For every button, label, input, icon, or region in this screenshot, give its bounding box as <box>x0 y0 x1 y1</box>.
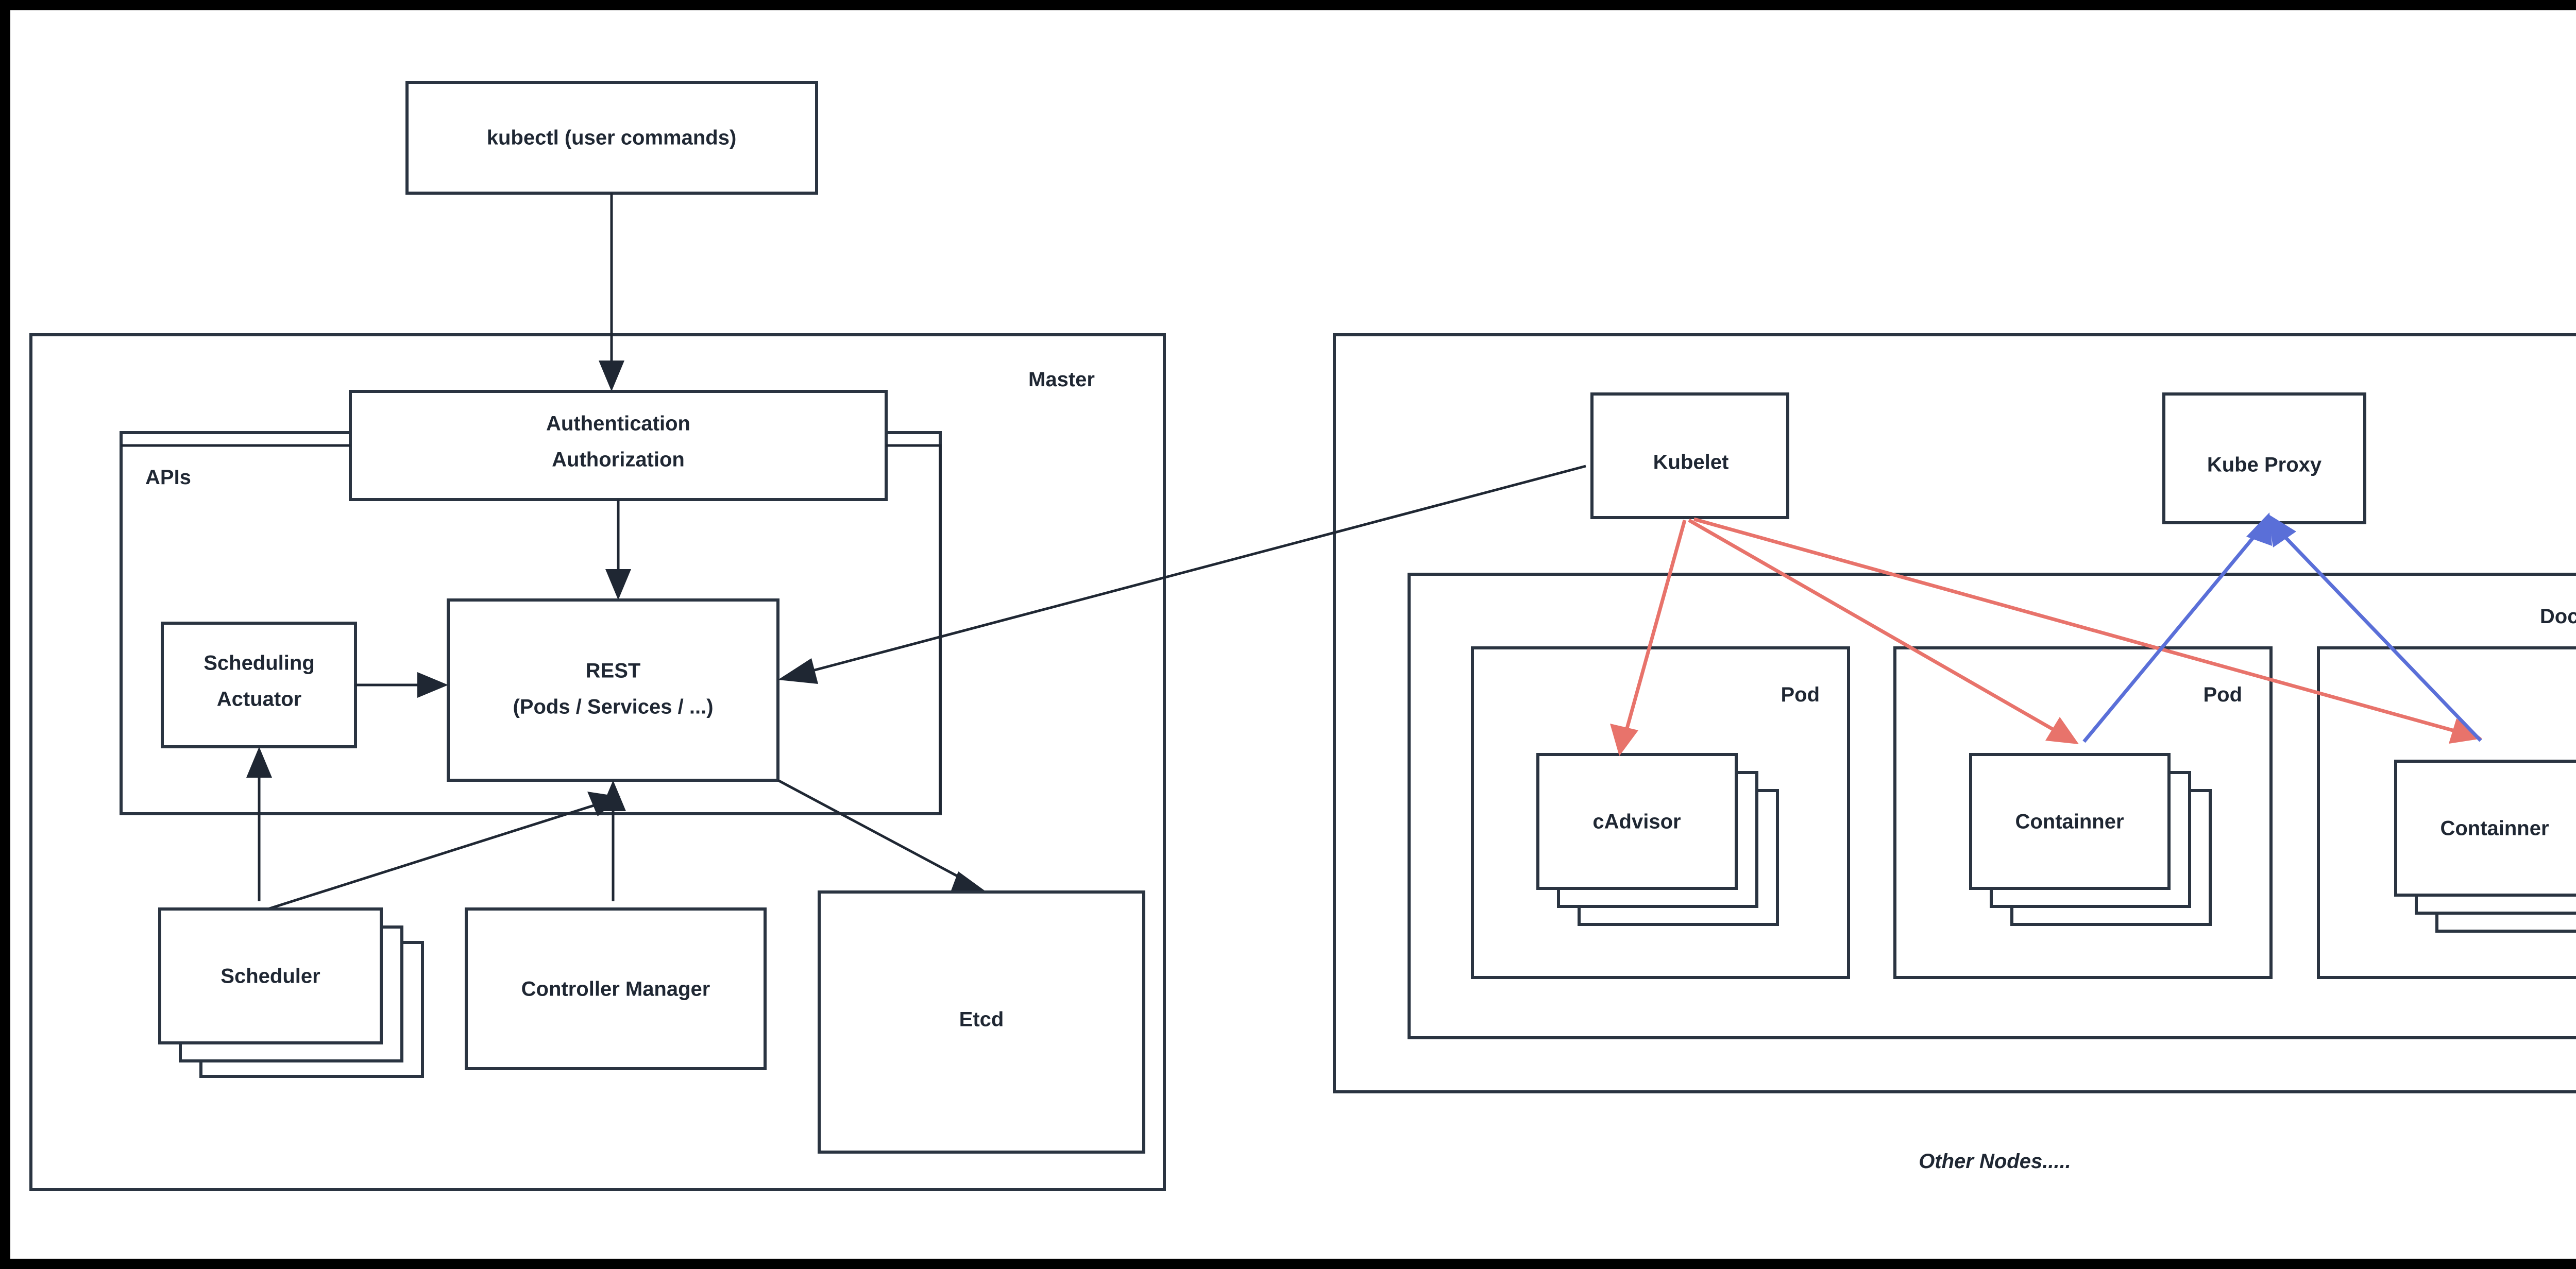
pod-label-2: Pod <box>2203 683 2242 706</box>
etcd-box[interactable] <box>818 890 1145 1154</box>
kubectl-label: kubectl (user commands) <box>487 127 737 149</box>
controller-manager-label: Controller Manager <box>521 978 710 1001</box>
master-group-box <box>29 333 1166 1191</box>
edge-kubelet-to-container-2-arrowhead <box>2045 717 2079 744</box>
edge-kubelet-to-rest-arrowhead <box>778 658 818 684</box>
edge-container-3-to-kube-proxy <box>2278 530 2482 742</box>
edge-container-3-to-kube-proxy-arrowhead <box>2268 514 2296 547</box>
container-box-1[interactable] <box>1536 753 1738 890</box>
authorization-label: Authorization <box>552 449 685 471</box>
edge-kubelet-to-rest <box>801 465 1586 675</box>
scheduler-box[interactable] <box>158 907 383 1044</box>
kubectl-box[interactable] <box>405 81 818 195</box>
apis-group-label: APIs <box>145 466 191 489</box>
edge-rest-to-etcd-arrowhead <box>949 871 987 896</box>
container-box-3[interactable] <box>2394 760 2576 897</box>
node-group-box <box>1333 333 2576 1093</box>
edge-rest-to-etcd <box>777 779 967 882</box>
scheduling-actuator-box[interactable] <box>161 622 357 748</box>
edge-scheduler-to-rest <box>267 802 601 911</box>
edge-controller-manager-to-rest-arrowhead <box>600 780 626 811</box>
edge-auth-to-rest-arrowhead <box>605 569 631 600</box>
edge-kubelet-to-cadvisor <box>1623 520 1687 734</box>
pod-label-1: Pod <box>1781 683 1820 706</box>
edge-container-2-to-kube-proxy <box>2082 529 2261 743</box>
container-runtime-group-box <box>1408 573 2576 1039</box>
edge-scheduler-to-actuator-arrowhead <box>246 747 272 778</box>
etcd-label: Etcd <box>959 1008 1004 1031</box>
kubelet-box[interactable] <box>1590 392 1789 519</box>
diagram-surface: Master APIs kubectl (user commands) Auth… <box>10 10 2576 1259</box>
edge-actuator-to-rest-arrowhead <box>417 672 448 698</box>
kube-proxy-box[interactable] <box>2162 392 2366 524</box>
edge-kubectl-to-auth-arrowhead <box>599 361 624 391</box>
master-group-label: Master <box>1028 368 1095 391</box>
container-runtime-label: Docker / Containerd <box>2540 605 2576 628</box>
container-label-2: Containner <box>2015 811 2124 833</box>
container-box-2[interactable] <box>1969 753 2171 890</box>
kubelet-label: Kubelet <box>1653 451 1729 474</box>
controller-manager-box[interactable] <box>465 907 767 1070</box>
rest-label-line2: (Pods / Services / ...) <box>513 696 713 718</box>
authentication-label: Authentication <box>546 413 690 435</box>
scheduling-actuator-label-line2: Actuator <box>217 688 301 711</box>
kube-proxy-label: Kube Proxy <box>2207 454 2322 476</box>
pod-box-1 <box>1471 646 1850 979</box>
rest-label-line1: REST <box>586 660 641 682</box>
scheduler-label: Scheduler <box>221 965 320 988</box>
edge-kubelet-to-cadvisor-arrowhead <box>1610 724 1638 756</box>
container-label-1: cAdvisor <box>1592 811 1681 833</box>
rest-box[interactable] <box>447 598 779 782</box>
edge-auth-right-wrap <box>886 444 942 814</box>
edge-kubelet-to-container-3-arrowhead <box>2449 718 2482 744</box>
other-nodes-label: Other Nodes..... <box>1919 1150 2071 1173</box>
container-label-3: Containner <box>2440 817 2549 840</box>
authentication-authorization-box[interactable] <box>349 390 888 501</box>
edge-kubelet-to-container-3 <box>1693 517 2461 734</box>
kubernetes-architecture-diagram: Master APIs kubectl (user commands) Auth… <box>29 81 2576 1191</box>
edge-kubelet-to-container-2 <box>1688 518 2059 734</box>
pod-box-2 <box>1893 646 2273 979</box>
pod-box-3 <box>2317 646 2576 979</box>
edge-container-2-to-kube-proxy-arrowhead <box>2246 512 2272 546</box>
scheduling-actuator-label-line1: Scheduling <box>204 652 315 675</box>
